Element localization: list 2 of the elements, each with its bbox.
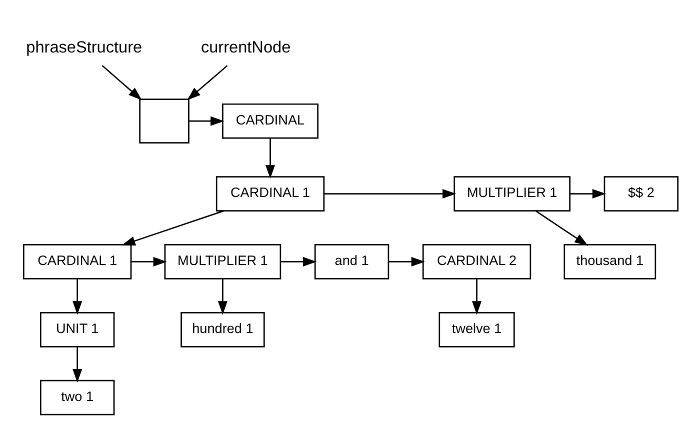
node-text: currentNode	[200, 38, 291, 57]
node-text: phraseStructure	[26, 38, 142, 57]
